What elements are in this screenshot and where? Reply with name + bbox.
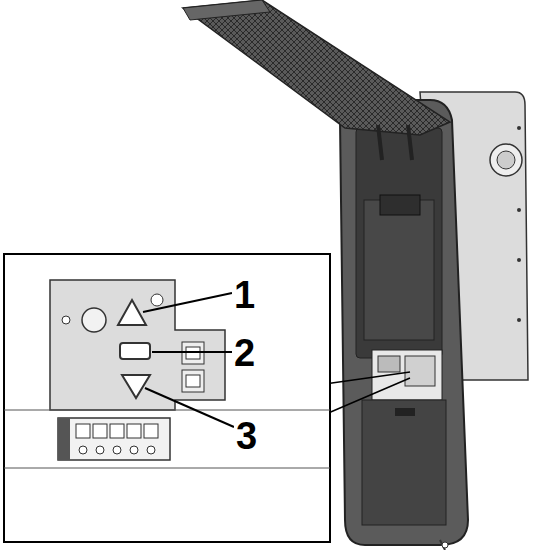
knob xyxy=(490,144,522,176)
control-panel-small xyxy=(372,350,442,400)
front-cover xyxy=(340,100,468,545)
knob-center xyxy=(497,151,515,169)
leader-line xyxy=(145,388,234,427)
open-lid xyxy=(183,0,450,135)
inset-frame xyxy=(4,254,330,542)
cover-opening xyxy=(356,128,442,358)
callout-number: 1 xyxy=(232,276,257,314)
callout-number: 3 xyxy=(234,417,259,455)
led xyxy=(82,308,106,332)
leader-line xyxy=(143,293,232,312)
terminal-strip xyxy=(58,418,170,460)
callout-number: 2 xyxy=(232,334,257,372)
connector xyxy=(182,370,204,392)
program-button xyxy=(120,343,150,359)
up-button xyxy=(118,300,146,325)
down-button xyxy=(122,375,150,398)
leader-line xyxy=(152,351,232,353)
